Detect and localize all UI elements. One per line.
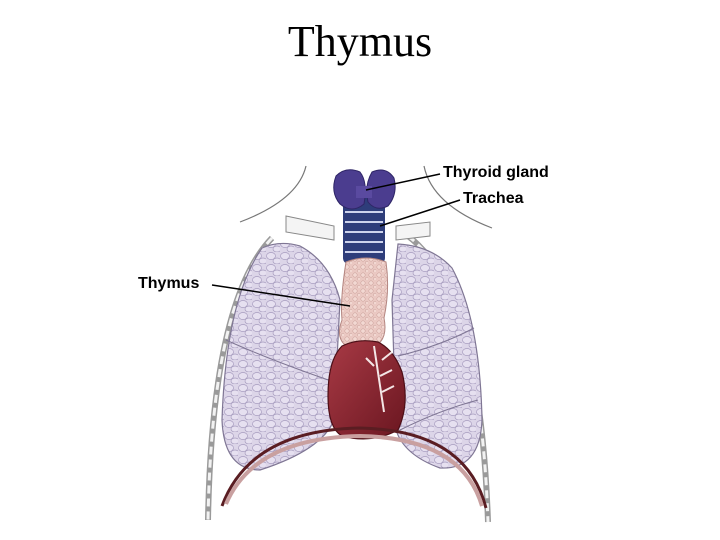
heart-vessels <box>365 345 395 413</box>
label-trachea: Trachea <box>463 190 524 207</box>
right-lung <box>391 243 483 469</box>
thymus-leader <box>211 284 351 307</box>
thyroid-gland-shape <box>333 169 396 210</box>
left-lung <box>221 242 341 471</box>
label-thyroid-gland: Thyroid gland <box>443 164 549 181</box>
label-thymus: Thymus <box>138 275 200 292</box>
trachea-shape <box>343 196 385 264</box>
page-title: Thymus <box>287 17 433 66</box>
upper-vessels <box>285 215 431 241</box>
neck-outline-left <box>239 165 307 223</box>
diaphragm <box>220 426 488 509</box>
trachea-leader <box>379 199 461 227</box>
thymus-shape <box>338 257 389 349</box>
thyroid-leader <box>365 173 441 191</box>
heart-shape <box>327 340 406 440</box>
neck-outline-right <box>423 165 493 229</box>
